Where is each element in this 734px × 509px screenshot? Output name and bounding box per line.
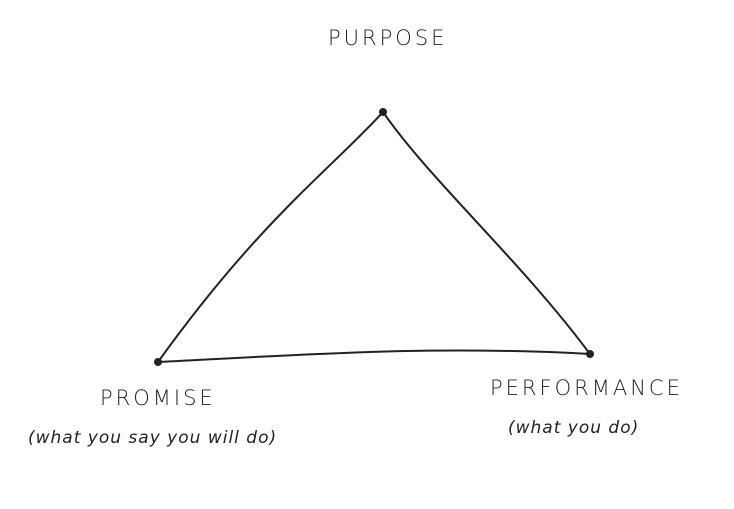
edge-promise-performance <box>157 349 591 363</box>
vertex-dot-performance <box>586 350 594 358</box>
purpose-label: PURPOSE <box>328 26 448 50</box>
vertex-dot-purpose <box>379 108 387 116</box>
promise-label: PROMISE <box>100 386 216 410</box>
edge-purpose-performance <box>382 111 591 355</box>
promise-sublabel: (what you say you will do) <box>28 428 278 448</box>
vertex-dot-promise <box>154 358 162 366</box>
edge-purpose-promise <box>157 111 384 363</box>
performance-sublabel: (what you do) <box>508 418 640 438</box>
performance-label: PERFORMANCE <box>490 376 683 400</box>
